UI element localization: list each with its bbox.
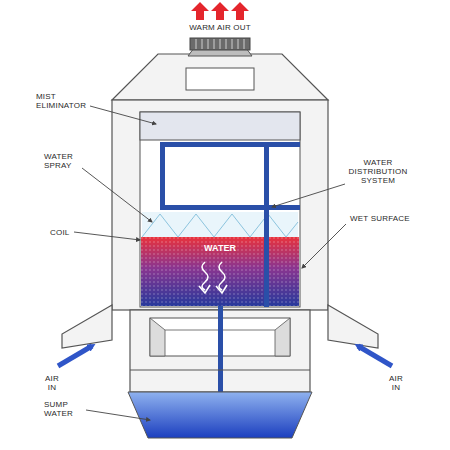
airflow-label: AIR IN <box>40 374 64 392</box>
part-label: COIL <box>50 228 90 237</box>
part-label: WATER DISTRIBUTION SYSTEM <box>340 158 416 185</box>
water-flow-arrows <box>199 262 227 293</box>
warm-air-arrows <box>191 2 249 20</box>
part-label: MIST ELIMINATOR <box>36 92 94 110</box>
airflow-label: AIR IN <box>384 374 408 392</box>
region-text: WATER <box>141 237 299 253</box>
part-label: SUMP WATER <box>44 400 84 418</box>
coil-region: WATER <box>141 237 299 306</box>
part-label: WATER SPRAY <box>44 152 84 170</box>
leader-lines <box>74 106 346 420</box>
airflow-label: WARM AIR OUT <box>170 23 270 32</box>
part-label: WET SURFACE <box>350 214 430 223</box>
